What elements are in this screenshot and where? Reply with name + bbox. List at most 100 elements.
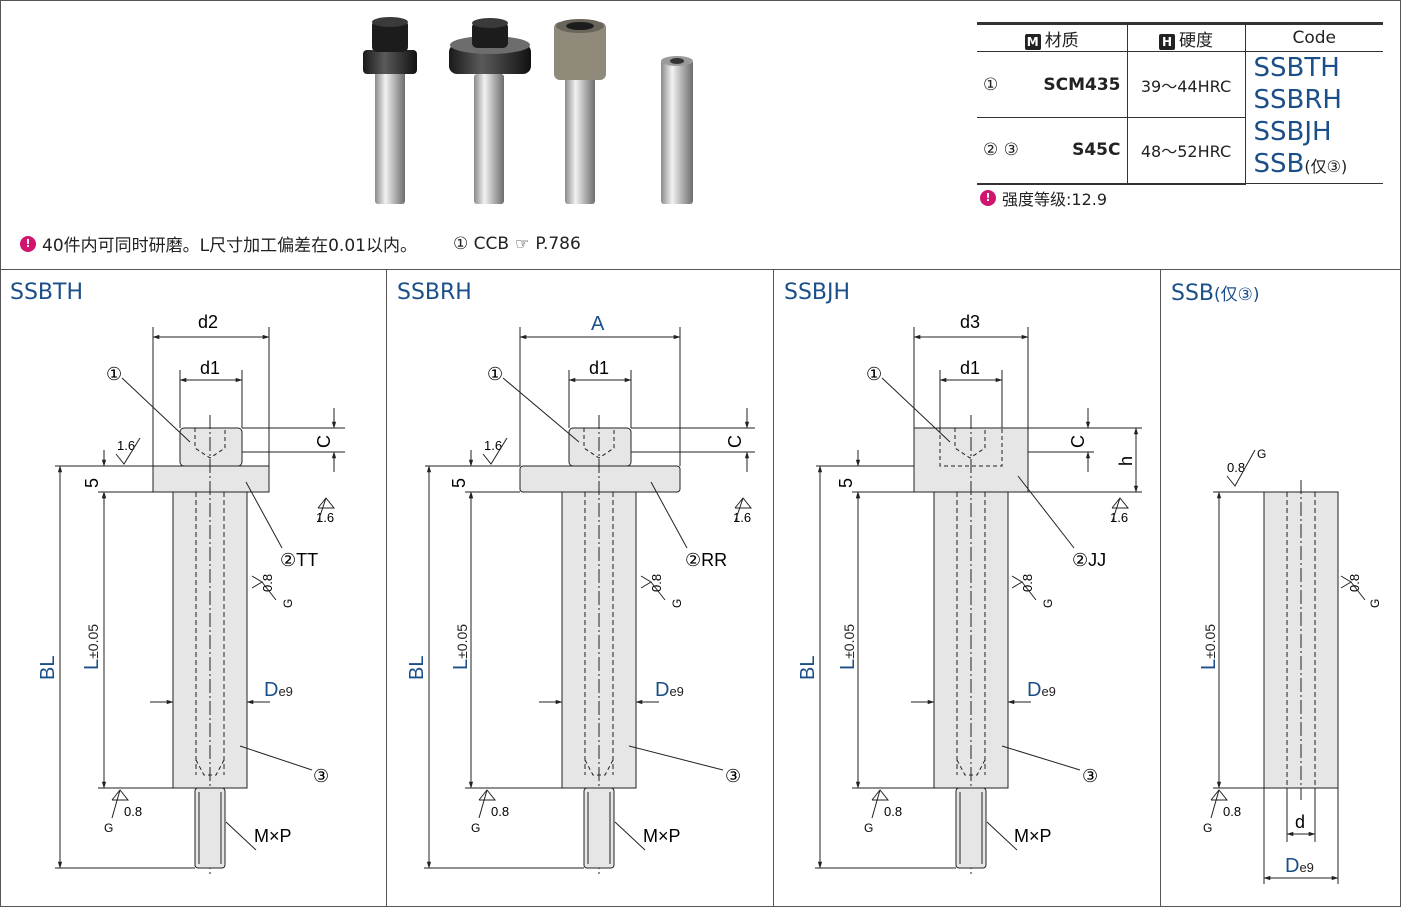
head-part-1 (568, 427, 632, 467)
dim-5: 5 (82, 478, 102, 488)
panel-ssb: SSB(仅③) L±0.05 0.8 G 0.8 G 0.8 G d De9 (1161, 270, 1401, 907)
hardness-row-1: 39～44HRC (1126, 51, 1245, 118)
dim-l: L±0.05 (450, 624, 472, 670)
dim-de9: De9 (1285, 855, 1314, 877)
dim-de9: De9 (655, 679, 684, 701)
callout-1: ① (487, 364, 503, 384)
dim-de9: De9 (264, 679, 293, 701)
code-ssbrh: SSBRH (1253, 85, 1342, 115)
dim-d3: d3 (960, 312, 980, 332)
roughness-label: 0.8 (124, 804, 142, 819)
dim-c: C (725, 435, 745, 448)
callout-1: ① (866, 364, 882, 384)
code-list: SSBTH SSBRH SSBJH SSB(仅③) (1244, 51, 1383, 184)
pointing-hand-icon: ☞ (515, 234, 530, 253)
callout-3: ③ (1082, 766, 1098, 786)
roughness-label: 1.6 (484, 438, 502, 453)
product-photo-ssb (661, 56, 693, 204)
code-ssbth: SSBTH (1253, 53, 1340, 83)
callout-2: ②RR (685, 550, 727, 570)
callout-1: ① (106, 364, 122, 384)
code-header: Code (1244, 22, 1383, 52)
panel-ssbjh: SSBJH d3 d1 C h ① (774, 270, 1161, 907)
roughness-label: 1.6 (316, 510, 334, 525)
roughness-label: 0.8 (1020, 574, 1035, 592)
hardness-mark-icon: H (1159, 33, 1175, 50)
drawing-ssbrh: A d1 C ① 5 1.6 1.6 BL L±0.05 0.8 G 0.8 (406, 313, 755, 875)
strength-note: ! 强度等级:12.9 (980, 186, 1107, 210)
dim-de9: De9 (1027, 679, 1056, 701)
dim-mxp: M×P (643, 826, 681, 846)
dim-d1: d1 (200, 358, 220, 378)
panel-title: SSB(仅③) (1171, 281, 1260, 306)
dim-l: L±0.05 (837, 624, 859, 670)
g-label: G (281, 599, 295, 608)
dim-c: C (314, 435, 334, 448)
roughness-label: 0.8 (491, 804, 509, 819)
code-ssb: SSB(仅③) (1253, 149, 1348, 179)
roughness-label: 0.8 (649, 574, 664, 592)
product-photo-ssbrh (449, 18, 531, 204)
panel-title: SSBTH (10, 280, 84, 305)
dim-d2: d2 (198, 312, 218, 332)
g-label: G (864, 821, 873, 835)
roughness-label: 0.8 (1223, 804, 1241, 819)
product-photo-ssbth (363, 17, 417, 204)
roughness-label: 0.8 (1227, 460, 1245, 475)
g-label: G (1041, 599, 1055, 608)
dim-bl: BL (406, 656, 428, 680)
dim-5: 5 (449, 478, 469, 488)
dim-l: L±0.05 (1198, 624, 1220, 670)
dim-d1: d1 (589, 358, 609, 378)
grinding-note-text: 40件内可同时研磨。L尺寸加工偏差在0.01以内。 (42, 236, 417, 256)
roughness-label: 1.6 (1110, 510, 1128, 525)
g-label: G (1203, 821, 1212, 835)
dim-bl: BL (37, 656, 59, 680)
callout-2: ②JJ (1072, 550, 1106, 570)
drawing-ssbth: d2 d1 C ① 5 1.6 1.6 BL L±0.05 0.8 G (37, 312, 345, 875)
code-ssbjh: SSBJH (1253, 117, 1332, 147)
g-label: G (1257, 447, 1266, 461)
top-section: ! 40件内可同时研磨。L尺寸加工偏差在0.01以内。 ① CCB ☞ P.78… (0, 0, 1401, 270)
panel-ssbth: SSBTH d2 d1 C ① (0, 270, 387, 907)
head-part-1 (179, 427, 243, 467)
panel-ssbrh: SSBRH A d1 C ① 5 1.6 (387, 270, 774, 907)
panel-title: SSBJH (784, 280, 851, 305)
dim-d: d (1295, 812, 1305, 832)
product-photo-ssbjh (554, 19, 606, 204)
dim-l: L±0.05 (81, 624, 103, 670)
screw-thread (955, 787, 987, 869)
dim-c: C (1068, 435, 1088, 448)
roughness-label: 1.6 (733, 510, 751, 525)
screw-thread (583, 787, 615, 869)
dim-mxp: M×P (1014, 826, 1052, 846)
g-label: G (670, 599, 684, 608)
drawing-ssbjh: d3 d1 C h ① 5 1.6 BL L±0.05 0.8 G 0. (797, 312, 1142, 875)
dim-a: A (591, 313, 605, 335)
flange-rr (519, 465, 681, 493)
dim-5: 5 (836, 478, 856, 488)
socket-hidden (194, 428, 226, 459)
alert-icon: ! (980, 190, 996, 206)
screw-thread (194, 787, 226, 869)
roughness-label: 1.6 (117, 438, 135, 453)
hardness-row-2: 48～52HRC (1126, 117, 1245, 185)
dim-d1: d1 (960, 358, 980, 378)
flange-tt (152, 465, 270, 493)
dim-bl: BL (797, 656, 819, 680)
ccb-reference-page[interactable]: P.786 (535, 233, 581, 254)
g-label: G (104, 821, 113, 835)
roughness-label: 0.8 (884, 804, 902, 819)
material-mark-icon: M (1024, 33, 1041, 50)
callout-3: ③ (725, 766, 741, 786)
dim-h: h (1116, 456, 1136, 466)
callout-3: ③ (313, 766, 329, 786)
g-label: G (1368, 599, 1382, 608)
dim-mxp: M×P (254, 826, 292, 846)
ccb-reference: ① CCB (452, 233, 510, 254)
